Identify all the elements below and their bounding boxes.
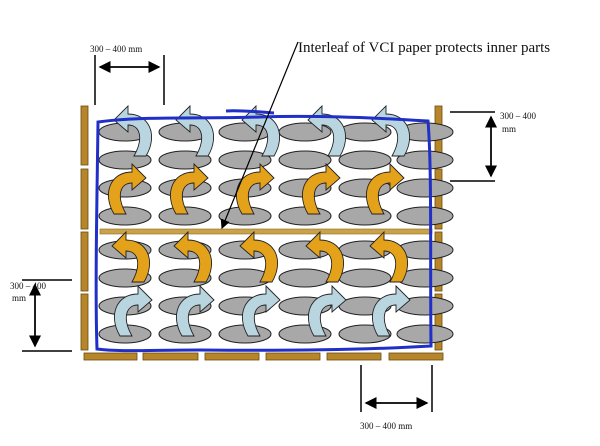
right-height-label-2: mm bbox=[502, 124, 516, 134]
left-board-0 bbox=[80, 105, 89, 166]
interleaf-callout: Interleaf of VCI paper protects inner pa… bbox=[220, 40, 550, 230]
orange-arrow-lower-3 bbox=[305, 230, 345, 283]
blue-arrow-bottom-2 bbox=[241, 284, 281, 337]
left-side-boards bbox=[80, 105, 89, 351]
part-7-5 bbox=[396, 324, 454, 344]
orange-arrow-lower-1 bbox=[173, 230, 213, 283]
right-height-dimension: 300 – 400 mm bbox=[450, 111, 537, 182]
part-1-5 bbox=[396, 150, 454, 170]
part-3-0 bbox=[98, 206, 152, 226]
part-1-3 bbox=[278, 150, 332, 170]
part-1-4 bbox=[338, 150, 392, 170]
left-height-label-2: mm bbox=[12, 293, 26, 303]
left-board-2 bbox=[80, 231, 89, 292]
left-height-label-1: 300 – 400 bbox=[10, 281, 47, 291]
bottom-boards bbox=[83, 352, 444, 361]
part-0-3 bbox=[278, 122, 332, 142]
bottom-board-1 bbox=[142, 352, 199, 361]
bottom-width-dimension: 300 – 400 mm bbox=[360, 365, 433, 431]
orange-arrow-lower-2 bbox=[239, 230, 279, 283]
blue-arrow-bottom-4 bbox=[371, 284, 411, 337]
part-1-2 bbox=[218, 150, 272, 170]
bottom-board-2 bbox=[204, 352, 260, 361]
bottom-board-0 bbox=[83, 352, 138, 361]
right-board-3 bbox=[434, 293, 443, 351]
orange-arrow-upper-0 bbox=[107, 162, 147, 215]
top-width-label: 300 – 400 mm bbox=[90, 44, 142, 54]
orange-arrow-upper-3 bbox=[301, 162, 341, 215]
orange-arrow-lower-0 bbox=[111, 230, 151, 283]
right-board-1 bbox=[434, 168, 443, 230]
part-3-3 bbox=[278, 206, 332, 226]
left-height-dimension: 300 – 400 mm bbox=[10, 279, 72, 352]
parts-grid bbox=[98, 122, 454, 344]
blue-arrow-bottom-1 bbox=[175, 284, 215, 337]
top-width-dimension: 300 – 400 mm bbox=[90, 44, 165, 105]
bottom-board-4 bbox=[326, 352, 382, 361]
part-3-4 bbox=[338, 206, 392, 226]
bottom-board-3 bbox=[265, 352, 321, 361]
orange-arrow-lower-4 bbox=[369, 230, 409, 283]
bottom-width-label: 300 – 400 mm bbox=[360, 421, 412, 431]
bottom-board-5 bbox=[388, 352, 444, 361]
part-5-4 bbox=[338, 268, 392, 288]
blue-arrow-bottom-3 bbox=[307, 284, 347, 337]
vci-wrap-outline bbox=[94, 109, 433, 353]
blue-arrow-bottom-0 bbox=[113, 284, 153, 337]
right-height-label-1: 300 – 400 bbox=[500, 111, 537, 121]
part-5-3 bbox=[278, 268, 332, 288]
interleaf-label: Interleaf of VCI paper protects inner pa… bbox=[298, 40, 550, 56]
left-board-3 bbox=[80, 293, 89, 351]
right-board-2 bbox=[434, 231, 443, 292]
blue-arrow-top-3 bbox=[307, 104, 347, 157]
orange-arrow-upper-1 bbox=[169, 162, 209, 215]
part-2-5 bbox=[396, 178, 454, 198]
part-3-5 bbox=[396, 206, 454, 226]
orange-arrow-upper-4 bbox=[365, 162, 405, 215]
left-board-1 bbox=[80, 168, 89, 230]
